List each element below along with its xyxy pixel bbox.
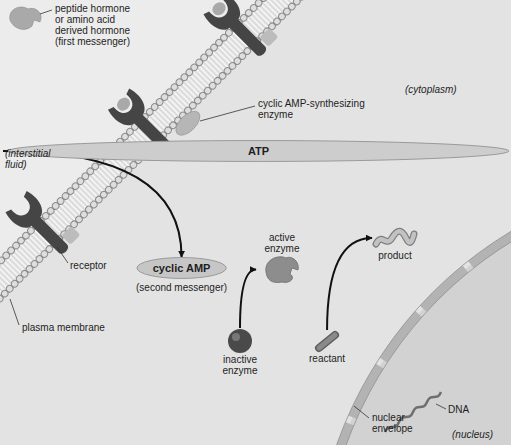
atp-oval: ATP <box>3 140 511 162</box>
product-shape <box>372 226 418 250</box>
node-label: product <box>372 250 418 261</box>
part-label: DNA <box>448 404 469 415</box>
cyclic-amp-oval: cyclic AMP (second messenger) <box>136 257 227 293</box>
product: product <box>372 226 418 261</box>
envelope-outline <box>323 183 511 445</box>
part-label: plasma membrane <box>22 322 105 333</box>
part-label: receptor <box>70 260 107 271</box>
camp-synthesizing-enzyme <box>172 107 205 140</box>
inactive-enzyme: inactive enzyme <box>214 328 266 376</box>
region-label: (interstitial fluid) <box>5 148 67 170</box>
envelope-outline <box>314 174 511 445</box>
curved-arrow <box>240 270 256 329</box>
plasma-membrane <box>0 0 355 335</box>
node-label: reactant <box>309 353 345 364</box>
hormone-label: peptide hormone or amino acid derived ho… <box>55 3 141 47</box>
active-enzyme: active enzyme <box>256 232 308 285</box>
oval-shape: cyclic AMP <box>136 257 227 279</box>
reactant-shape <box>312 330 342 353</box>
enzyme-label: cyclic AMP-synthesizing enzyme <box>258 98 366 120</box>
region-label: (nucleus) <box>452 429 493 440</box>
curved-arrow <box>327 238 372 330</box>
reactant: reactant <box>309 330 345 364</box>
curved-arrow <box>3 151 182 257</box>
region-label: (cytoplasm) <box>405 84 457 95</box>
inactive-enzyme-shape <box>227 328 253 354</box>
node-text: cyclic AMP <box>148 262 215 274</box>
node-label: inactive enzyme <box>214 354 266 376</box>
node-label: active enzyme <box>256 232 308 254</box>
part-label: nuclear envelope <box>372 412 436 434</box>
leader-lines <box>10 10 446 418</box>
hormone-icon <box>10 7 41 29</box>
node-text: ATP <box>15 145 502 157</box>
node-subtext: (second messenger) <box>136 282 227 293</box>
active-enzyme-shape <box>262 254 302 285</box>
